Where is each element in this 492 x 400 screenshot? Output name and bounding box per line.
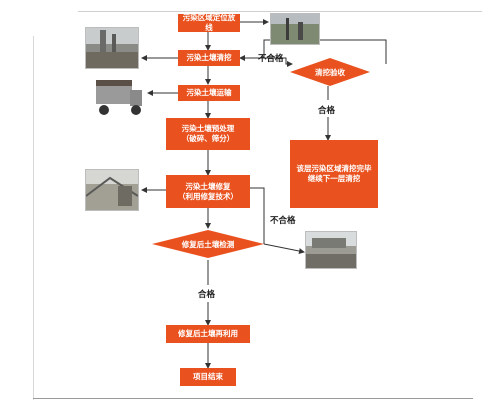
left-rule xyxy=(33,36,34,400)
bottom-rule xyxy=(33,398,473,399)
pass-label-inspection: 合格 xyxy=(318,106,336,116)
diamond-inspection xyxy=(290,58,370,86)
pass-label-post-test: 合格 xyxy=(198,290,216,300)
photo-drawings xyxy=(85,14,356,268)
excavation-site-photo xyxy=(85,27,139,69)
step-remediate: 污染土壤修复 （利用修复技术） xyxy=(166,175,250,208)
decision-post-test: 修复后土壤检测 xyxy=(181,239,235,249)
decision-inspection: 清挖验收 xyxy=(315,67,345,77)
edge-inspection-fail xyxy=(239,39,387,64)
site-survey-photo xyxy=(270,13,320,45)
truck-photo xyxy=(90,78,144,118)
step-pretreat: 污染土壤预处理 （破碎、筛分） xyxy=(166,118,250,150)
step-zone: 污染区域定位放线 xyxy=(178,13,240,32)
note-next-layer: 该层污染区域清挖完毕 继续下一层清挖 xyxy=(290,140,378,208)
reuse-site-photo xyxy=(305,231,357,269)
step-transport: 污染土壤运输 xyxy=(178,85,240,101)
edge-test-to-photo xyxy=(263,243,305,254)
fail-label-post-test: 不合格 xyxy=(270,216,296,226)
top-rule xyxy=(78,11,482,12)
remediation-facility-photo xyxy=(85,169,139,211)
step-end: 项目结束 xyxy=(180,368,236,386)
diamond-post-test xyxy=(152,230,264,258)
fail-label-inspection: 不合格 xyxy=(258,54,284,64)
step-excavate: 污染土壤清挖 xyxy=(178,50,240,66)
step-reuse: 修复后土壤再利用 xyxy=(166,325,250,343)
